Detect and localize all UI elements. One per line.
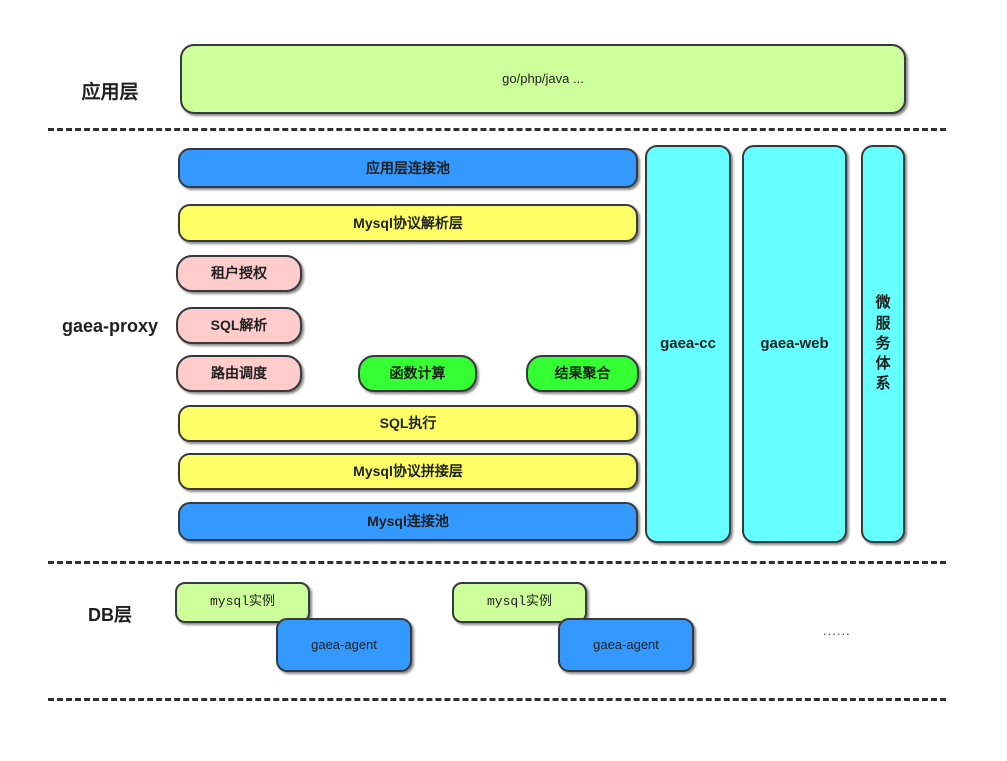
proxy-bar-mysql-protocol-assemble-label: Mysql协议拼接层 bbox=[353, 463, 463, 480]
divider-db-bottom bbox=[48, 698, 946, 701]
proxy-bar-mysql-protocol-parser-label: Mysql协议解析层 bbox=[353, 214, 463, 231]
proxy-compute-function-calc[interactable]: 函数计算 bbox=[358, 355, 477, 392]
service-column-microservice-system[interactable]: 微 服 务 体 系 bbox=[861, 145, 905, 543]
db-mysql-instance-1[interactable]: mysql实例 bbox=[175, 582, 310, 623]
service-column-microservice-system-label: 微 服 务 体 系 bbox=[875, 294, 891, 393]
db-gaea-agent-2[interactable]: gaea-agent bbox=[558, 618, 694, 672]
proxy-compute-function-calc-label: 函数计算 bbox=[389, 365, 446, 382]
application-layer-box[interactable]: go/php/java ... bbox=[180, 44, 906, 114]
proxy-bar-mysql-protocol-assemble[interactable]: Mysql协议拼接层 bbox=[178, 453, 638, 490]
proxy-bar-sql-execute-label: SQL执行 bbox=[379, 415, 437, 432]
service-column-gaea-web-label: gaea-web bbox=[760, 335, 829, 353]
proxy-module-sql-parse-label: SQL解析 bbox=[210, 317, 268, 334]
db-mysql-instance-2[interactable]: mysql实例 bbox=[452, 582, 587, 623]
db-gaea-agent-2-label: gaea-agent bbox=[593, 636, 659, 652]
proxy-module-tenant-auth[interactable]: 租户授权 bbox=[176, 255, 302, 292]
layer-label-proxy: gaea-proxy bbox=[45, 313, 175, 339]
proxy-module-tenant-auth-label: 租户授权 bbox=[211, 265, 267, 282]
db-gaea-agent-1[interactable]: gaea-agent bbox=[276, 618, 412, 672]
proxy-bar-sql-execute[interactable]: SQL执行 bbox=[178, 405, 638, 442]
service-column-gaea-web[interactable]: gaea-web bbox=[742, 145, 847, 543]
proxy-compute-result-aggregate[interactable]: 结果聚合 bbox=[526, 355, 639, 392]
service-column-gaea-cc[interactable]: gaea-cc bbox=[645, 145, 731, 543]
db-mysql-instance-2-label: mysql实例 bbox=[486, 594, 552, 610]
layer-label-application-text: 应用层 bbox=[81, 81, 139, 103]
db-mysql-instance-1-label: mysql实例 bbox=[209, 594, 275, 610]
db-more-instances-text: ...... bbox=[823, 623, 851, 638]
proxy-bar-app-connection-pool-label: 应用层连接池 bbox=[366, 159, 450, 176]
divider-proxy-db bbox=[48, 561, 946, 564]
db-gaea-agent-1-label: gaea-agent bbox=[311, 636, 377, 652]
divider-app-proxy bbox=[48, 128, 946, 131]
layer-label-application: 应用层 bbox=[55, 76, 165, 104]
db-more-instances-indicator: ...... bbox=[823, 623, 851, 638]
layer-label-proxy-text: gaea-proxy bbox=[61, 315, 159, 336]
proxy-bar-mysql-connection-pool-label: Mysql连接池 bbox=[367, 513, 449, 530]
proxy-module-sql-parse[interactable]: SQL解析 bbox=[176, 307, 302, 344]
layer-label-db: DB层 bbox=[60, 601, 160, 627]
proxy-module-route-schedule-label: 路由调度 bbox=[211, 365, 267, 382]
proxy-module-route-schedule[interactable]: 路由调度 bbox=[176, 355, 302, 392]
application-layer-box-label: go/php/java ... bbox=[502, 70, 584, 86]
layer-label-db-text: DB层 bbox=[88, 605, 132, 625]
proxy-compute-result-aggregate-label: 结果聚合 bbox=[554, 365, 611, 382]
proxy-bar-mysql-protocol-parser[interactable]: Mysql协议解析层 bbox=[178, 204, 638, 242]
proxy-bar-app-connection-pool[interactable]: 应用层连接池 bbox=[178, 148, 638, 188]
service-column-gaea-cc-label: gaea-cc bbox=[660, 335, 716, 353]
proxy-bar-mysql-connection-pool[interactable]: Mysql连接池 bbox=[178, 502, 638, 541]
